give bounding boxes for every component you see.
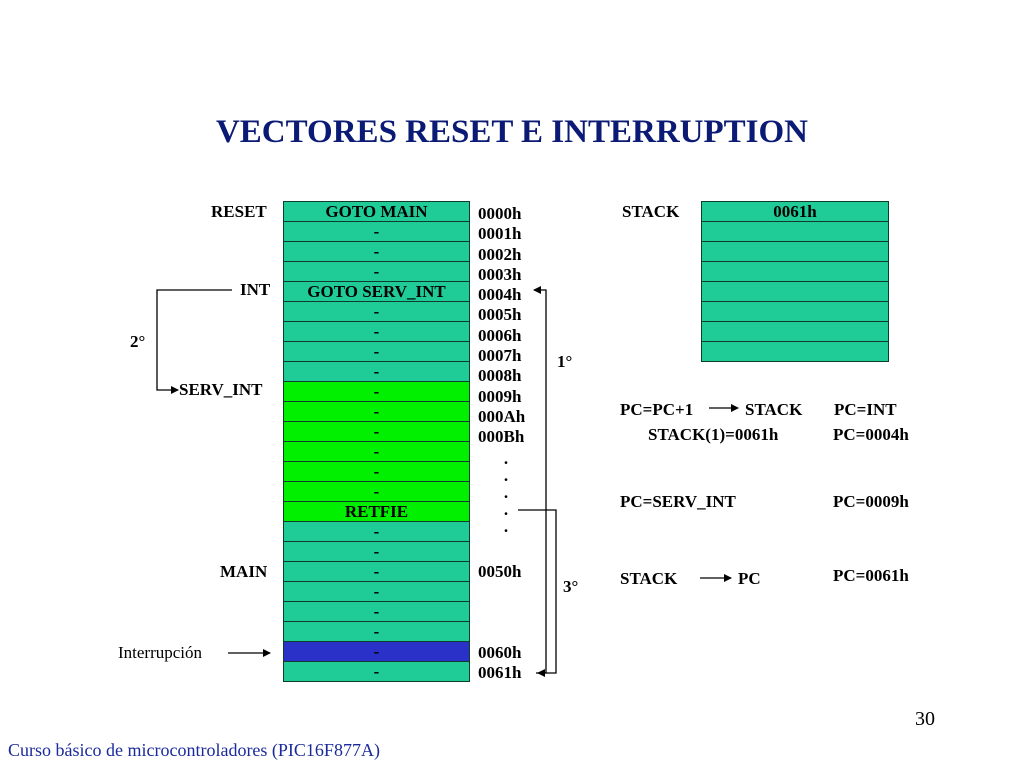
- stack-cell: [701, 282, 889, 302]
- memory-cell: -: [283, 542, 470, 562]
- text-pc-inc: PC=PC+1: [620, 400, 694, 419]
- step-third-label: 3°: [563, 577, 579, 596]
- text-pc-int: PC=INT: [834, 400, 897, 419]
- memory-cell: -: [283, 262, 470, 282]
- stack-cell: [701, 342, 889, 362]
- memory-cell: -: [283, 642, 470, 662]
- ellipsis-dot: .: [503, 449, 509, 468]
- memory-cell: -: [283, 562, 470, 582]
- slide-title: VECTORES RESET E INTERRUPTION: [215, 114, 809, 150]
- memory-cell: -: [283, 302, 470, 322]
- memory-cell: -: [283, 422, 470, 442]
- address-label: 0000h: [478, 204, 522, 223]
- stack-cell: [701, 302, 889, 322]
- stack-label: STACK: [622, 202, 680, 221]
- memory-cell: -: [283, 222, 470, 242]
- memory-cell: -: [283, 582, 470, 602]
- stack-table: 0061h: [701, 201, 889, 362]
- memory-cell: -: [283, 362, 470, 382]
- address-label: 0001h: [478, 224, 522, 244]
- step-second-label: 2°: [130, 332, 146, 351]
- address-label: 0008h: [478, 366, 522, 386]
- ellipsis-dot: .: [503, 517, 509, 536]
- address-0060h: 0060h: [478, 643, 522, 662]
- text-pc-word: PC: [738, 569, 761, 588]
- memory-cell: -: [283, 342, 470, 362]
- label-main: MAIN: [220, 562, 268, 581]
- text-stack-word2: STACK: [620, 569, 678, 588]
- memory-cell: -: [283, 402, 470, 422]
- memory-cell: GOTO MAIN: [283, 202, 470, 222]
- ellipsis-dot: .: [503, 500, 509, 519]
- memory-cell: -: [283, 662, 470, 682]
- text-pc-0004: PC=0004h: [833, 425, 909, 444]
- text-pc-0009: PC=0009h: [833, 492, 909, 511]
- text-stack-word: STACK: [745, 400, 803, 419]
- address-0050h: 0050h: [478, 562, 522, 581]
- stack-cell: [701, 262, 889, 282]
- memory-cell: -: [283, 242, 470, 262]
- address-label: 0003h: [478, 264, 522, 284]
- stack-cell: 0061h: [701, 202, 889, 222]
- label-interrupcion: Interrupción: [118, 643, 203, 662]
- memory-cell: -: [283, 382, 470, 402]
- ellipsis-dot: .: [503, 483, 509, 502]
- arrow-return-to-int: [533, 286, 547, 674]
- memory-cell: -: [283, 462, 470, 482]
- arrow-retfie-to-0061h: [518, 509, 557, 677]
- memory-cell: -: [283, 482, 470, 502]
- memory-cell: -: [283, 442, 470, 462]
- ellipsis-dot: .: [503, 466, 509, 485]
- memory-cell: -: [283, 622, 470, 642]
- footer-text: Curso básico de microcontroladores (PIC1…: [8, 740, 380, 760]
- arrow-int-to-serv-int: [156, 289, 232, 394]
- address-label: 0006h: [478, 325, 522, 345]
- label-serv-int: SERV_INT: [179, 380, 263, 399]
- text-stack1: STACK(1)=0061h: [648, 425, 779, 444]
- stack-cell: [701, 242, 889, 262]
- page-number: 30: [915, 708, 935, 730]
- text-pc-serv: PC=SERV_INT: [620, 492, 736, 511]
- step-first-label: 1°: [557, 352, 573, 371]
- address-label: 0002h: [478, 244, 522, 264]
- text-pc-0061: PC=0061h: [833, 566, 909, 585]
- memory-cell: RETFIE: [283, 502, 470, 522]
- address-label: 000Ah: [478, 406, 526, 426]
- memory-cell: -: [283, 602, 470, 622]
- stack-cell: [701, 322, 889, 342]
- address-ellipsis: .....: [501, 450, 511, 535]
- memory-cell: -: [283, 322, 470, 342]
- memory-cell: GOTO SERV_INT: [283, 282, 470, 302]
- memory-cell: -: [283, 522, 470, 542]
- address-label: 0007h: [478, 346, 522, 366]
- address-label: 0004h: [478, 285, 522, 305]
- address-label: 0005h: [478, 305, 522, 325]
- program-memory-table: GOTO MAIN---GOTO SERV_INT----------RETFI…: [283, 201, 470, 682]
- stack-cell: [701, 222, 889, 242]
- address-0061h: 0061h: [478, 663, 522, 682]
- address-label: 0009h: [478, 386, 522, 406]
- label-reset: RESET: [211, 202, 267, 221]
- address-label: 000Bh: [478, 427, 525, 447]
- label-int: INT: [240, 280, 271, 299]
